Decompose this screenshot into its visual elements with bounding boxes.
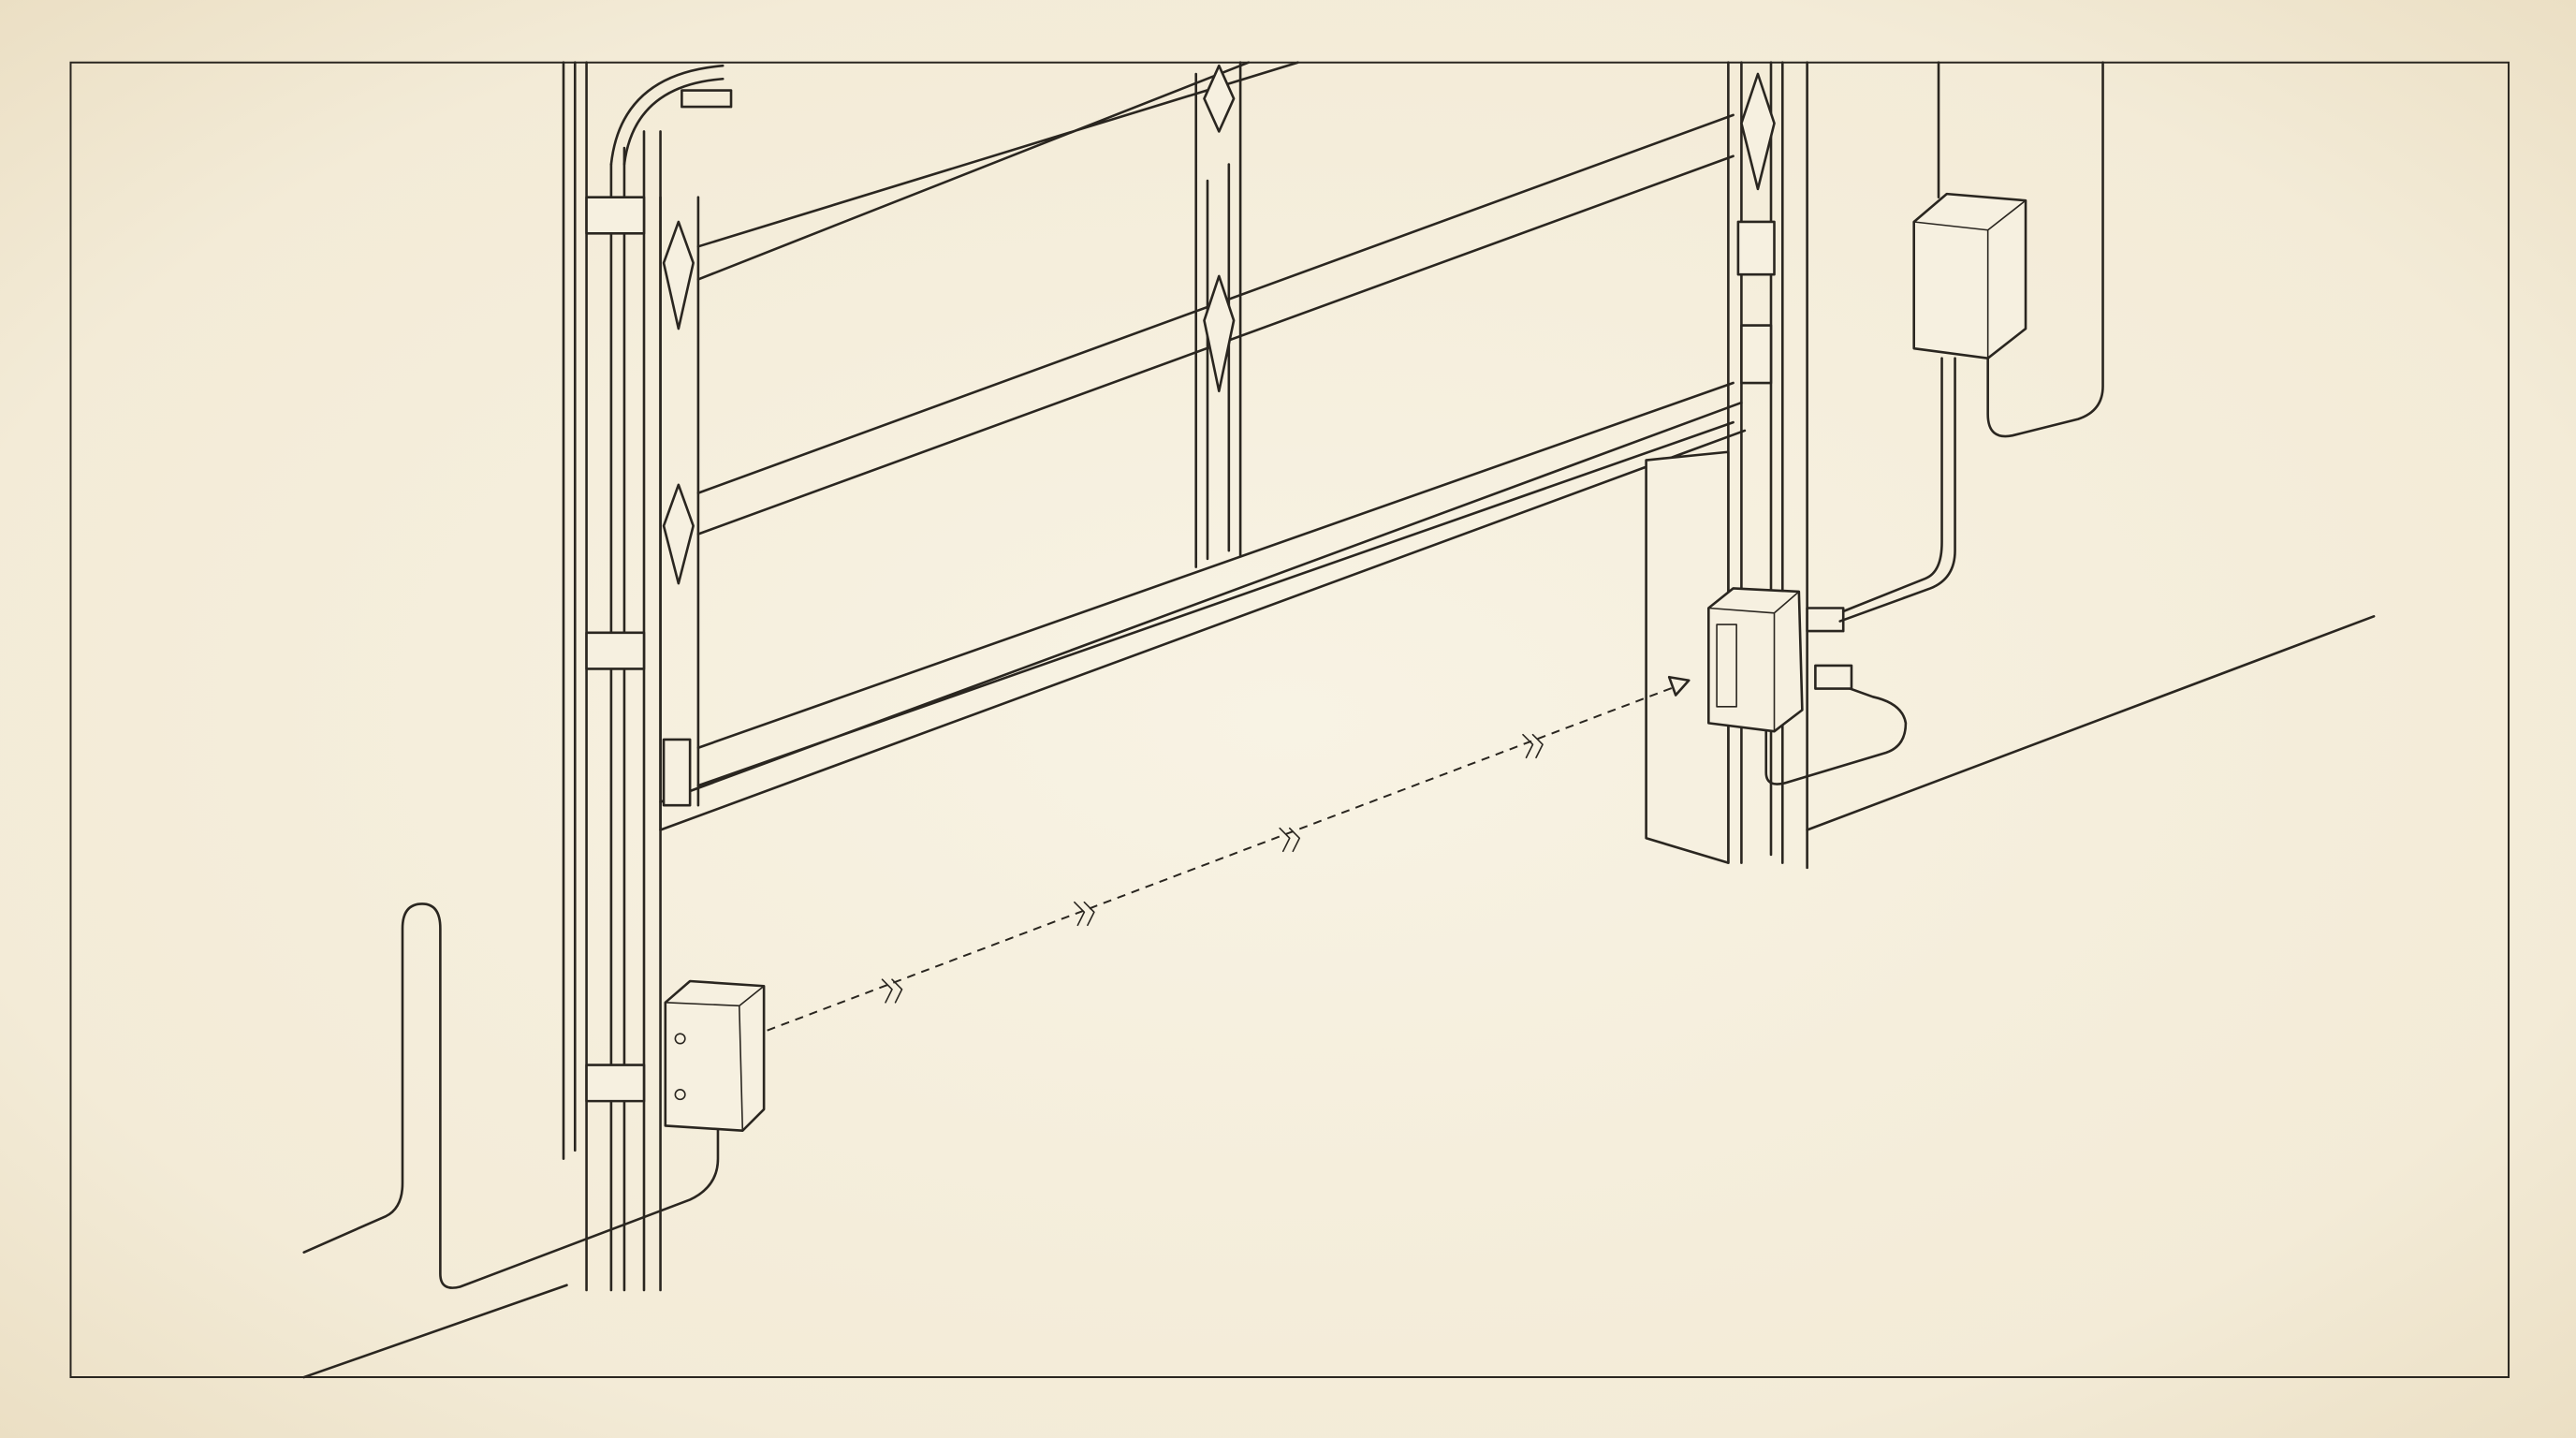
latch	[1738, 222, 1775, 274]
left-safety-sensor	[666, 981, 764, 1131]
chevron-icon	[1523, 735, 1543, 758]
hinge-plate	[1741, 326, 1771, 383]
connector	[1808, 609, 1844, 632]
chevron-icon	[1075, 902, 1094, 926]
chevron-icon	[1280, 829, 1299, 852]
hinge	[664, 222, 694, 329]
floor-lines	[304, 616, 2374, 1377]
garage-door	[661, 63, 1771, 863]
hinge	[1741, 74, 1774, 189]
sensor-beam	[768, 685, 1679, 1031]
right-wiring	[1766, 63, 2103, 785]
hinges	[664, 66, 1774, 805]
hinge-plate	[664, 740, 690, 805]
connector	[1815, 666, 1852, 689]
chevron-icon	[882, 979, 901, 1003]
power-box	[1914, 194, 2026, 359]
frame-border	[70, 63, 2509, 1377]
beam-chevrons	[882, 735, 1543, 1003]
left-track	[564, 63, 723, 1290]
left-sensor-wire	[304, 903, 718, 1287]
right-jamb	[1647, 63, 1808, 868]
track-bracket	[587, 1065, 644, 1102]
right-safety-sensor	[1708, 588, 1802, 731]
track-bracket	[587, 198, 644, 234]
track-bracket	[587, 633, 644, 669]
beam-arrowhead-icon	[1669, 677, 1689, 695]
hinge	[1204, 276, 1234, 391]
hinge	[664, 485, 694, 583]
hinge	[1204, 66, 1234, 131]
